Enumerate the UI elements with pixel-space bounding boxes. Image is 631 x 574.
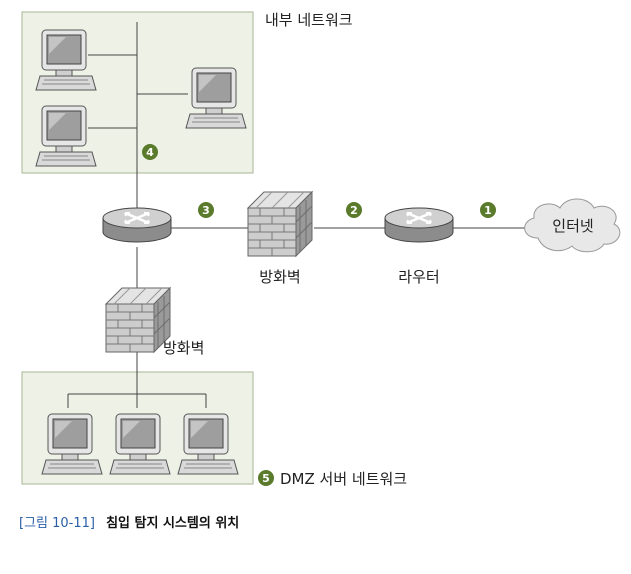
internal-router-icon (101, 206, 173, 244)
router-label: 라우터 (398, 268, 439, 286)
caption-number: [그림 10-11] (19, 516, 95, 531)
svg-text:3: 3 (202, 204, 210, 217)
firewall-icon-top (247, 191, 313, 257)
caption-text: 침입 탐지 시스템의 위치 (106, 515, 239, 531)
internet-label: 인터넷 (552, 217, 593, 235)
internet-cloud-icon (524, 198, 621, 253)
firewall-icon-bottom (105, 287, 171, 353)
internal-network-label: 내부 네트워크 (265, 11, 353, 29)
svg-text:1: 1 (484, 204, 492, 217)
dmz-network-label: DMZ 서버 네트워크 (280, 470, 407, 488)
marker-3: 3 (198, 202, 214, 218)
marker-2: 2 (346, 202, 362, 218)
svg-text:5: 5 (262, 472, 270, 485)
svg-text:4: 4 (146, 146, 154, 159)
marker-5: 5 (258, 470, 274, 486)
svg-text:2: 2 (350, 204, 358, 217)
firewall-label-bottom: 방화벽 (163, 339, 204, 357)
figure-caption: [그림 10-11] 침입 탐지 시스템의 위치 (19, 512, 239, 531)
network-links (67, 22, 530, 408)
marker-1: 1 (480, 202, 496, 218)
marker-4: 4 (142, 144, 158, 160)
router-icon (383, 206, 455, 244)
firewall-label-top: 방화벽 (259, 268, 300, 286)
